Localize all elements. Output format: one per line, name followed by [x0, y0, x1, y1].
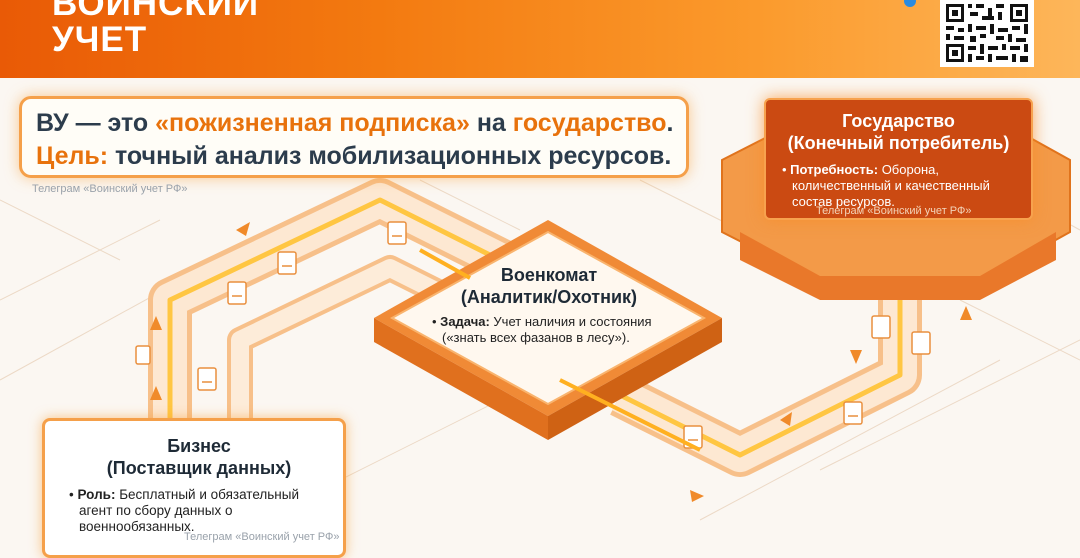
callout-highlight: Цель:: [36, 142, 109, 170]
callout-highlight: государство: [512, 109, 667, 137]
callout-highlight: «пожизненная подписка»: [155, 109, 470, 137]
watermark: Телеграм «Воинский учет РФ»: [816, 205, 972, 217]
business-bullet: • Роль: Бесплатный и обязательный агент …: [69, 487, 299, 534]
watermark: Телеграм «Воинский учет РФ»: [184, 531, 340, 543]
document-icon: [135, 221, 931, 449]
bullet-text: Оборона, количественный и качественный с…: [792, 162, 990, 209]
government-title: Государство: [842, 111, 955, 131]
voenkomat-box: Военкомат (Аналитик/Охотник) • Задача: У…: [428, 264, 670, 354]
callout-text: .: [666, 109, 674, 137]
main-callout: ВУ — это «пожизненная подписка» на госуд…: [19, 96, 689, 178]
title-line-2: УЧЕТ: [52, 20, 148, 59]
callout-text: на: [469, 109, 513, 137]
telegram-dot-icon: [904, 0, 916, 7]
watermark: Телеграм «Воинский учет РФ»: [32, 183, 188, 195]
government-box: Государство (Конечный потребитель) • Пот…: [764, 98, 1033, 220]
bullet-label: Роль:: [77, 487, 116, 502]
qr-code-icon[interactable]: [940, 0, 1034, 67]
callout-text: ВУ — это: [36, 109, 156, 137]
business-title: Бизнес: [167, 436, 231, 456]
callout-line-1: ВУ — это «пожизненная подписка» на госуд…: [36, 107, 686, 140]
bullet-text: Бесплатный и обязательный агент по сбору…: [79, 487, 299, 534]
header-banner: ВОИНСКИЙ УЧЕТ: [0, 0, 1080, 78]
voenkomat-subtitle: (Аналитик/Охотник): [460, 287, 638, 307]
bullet-label: Задача:: [440, 314, 490, 329]
voenkomat-title: Военкомат: [500, 265, 598, 285]
bullet-text: Учет наличия и состояния («знать всех фа…: [442, 314, 652, 345]
government-bullet: • Потребность: Оборона, количественный и…: [782, 162, 990, 209]
bullet-label: Потребность:: [790, 162, 879, 177]
business-subtitle: (Поставщик данных): [106, 458, 292, 478]
data-path-right: [610, 250, 922, 477]
page-title: ВОИНСКИЙ УЧЕТ: [52, 0, 259, 58]
title-line-1: ВОИНСКИЙ: [52, 0, 260, 23]
callout-line-2: Цель: точный анализ мобилизационных ресу…: [36, 140, 686, 173]
voenkomat-platform: [374, 220, 722, 440]
callout-text: точный анализ мобилизационных ресурсов.: [108, 142, 672, 170]
government-subtitle: (Конечный потребитель): [787, 133, 1010, 153]
business-box: Бизнес (Поставщик данных) • Роль: Беспла…: [42, 418, 346, 558]
voenkomat-bullet: • Задача: Учет наличия и состояния («зна…: [432, 314, 652, 345]
